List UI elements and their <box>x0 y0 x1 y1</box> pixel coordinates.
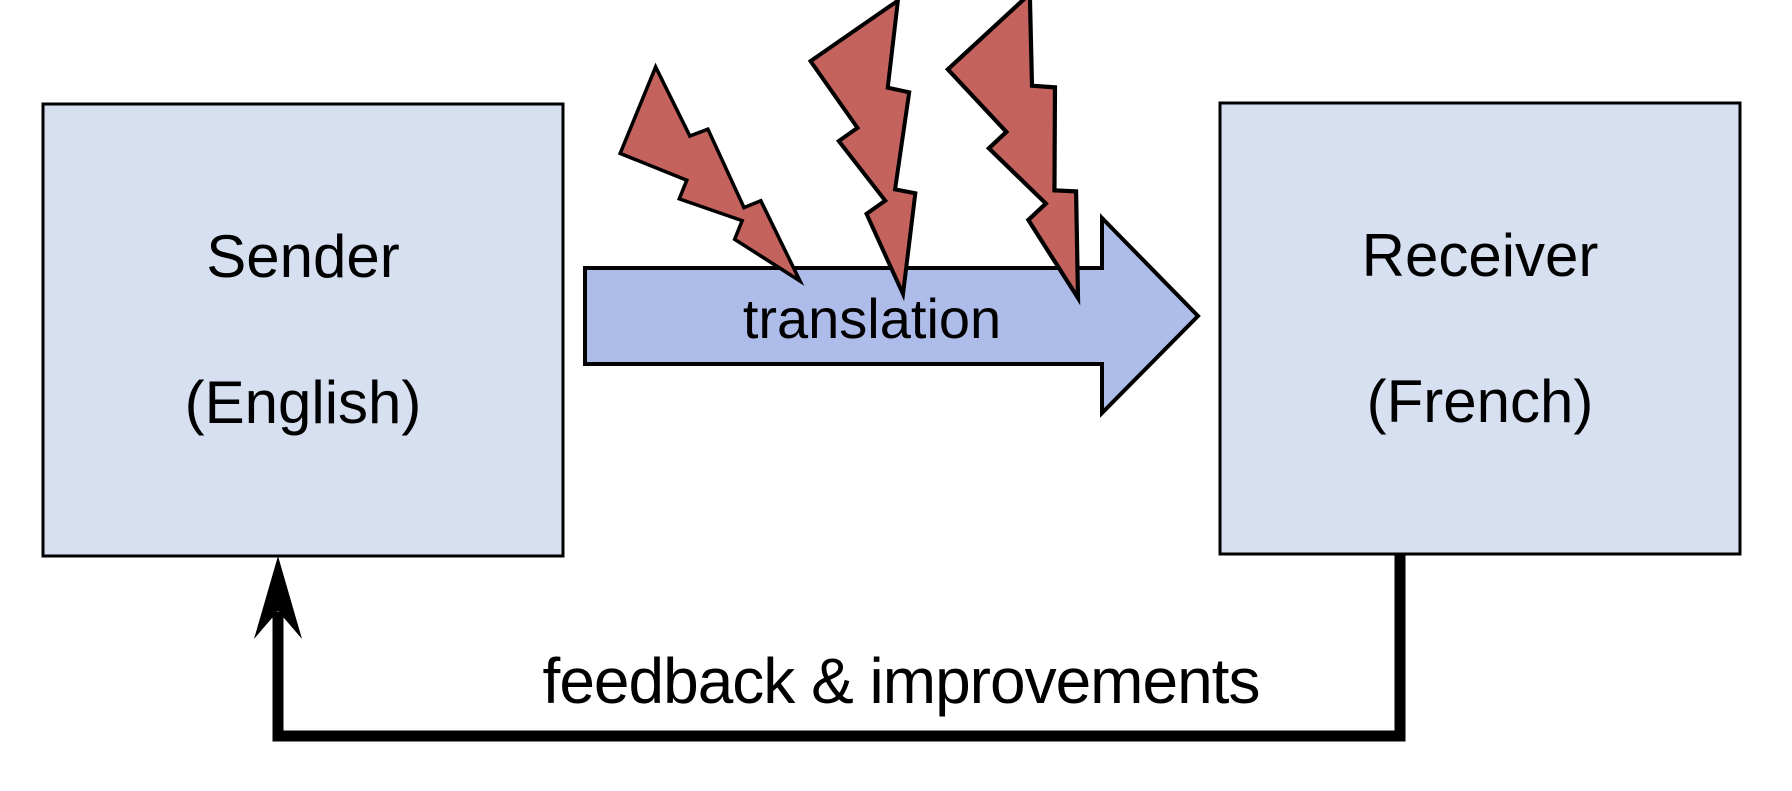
sender-box <box>41 102 565 558</box>
lightning-bolt-icon <box>617 62 805 286</box>
lightning-bolt-icon <box>944 0 1081 306</box>
translation-label: translation <box>742 287 1002 350</box>
feedback-line <box>272 554 1406 742</box>
lightning-bolt-icon <box>807 0 918 302</box>
receiver-box <box>1218 101 1742 556</box>
translation-arrow <box>583 213 1201 418</box>
feedback-label: feedback & improvements <box>542 645 1261 717</box>
feedback-arrowhead-icon <box>254 556 302 639</box>
